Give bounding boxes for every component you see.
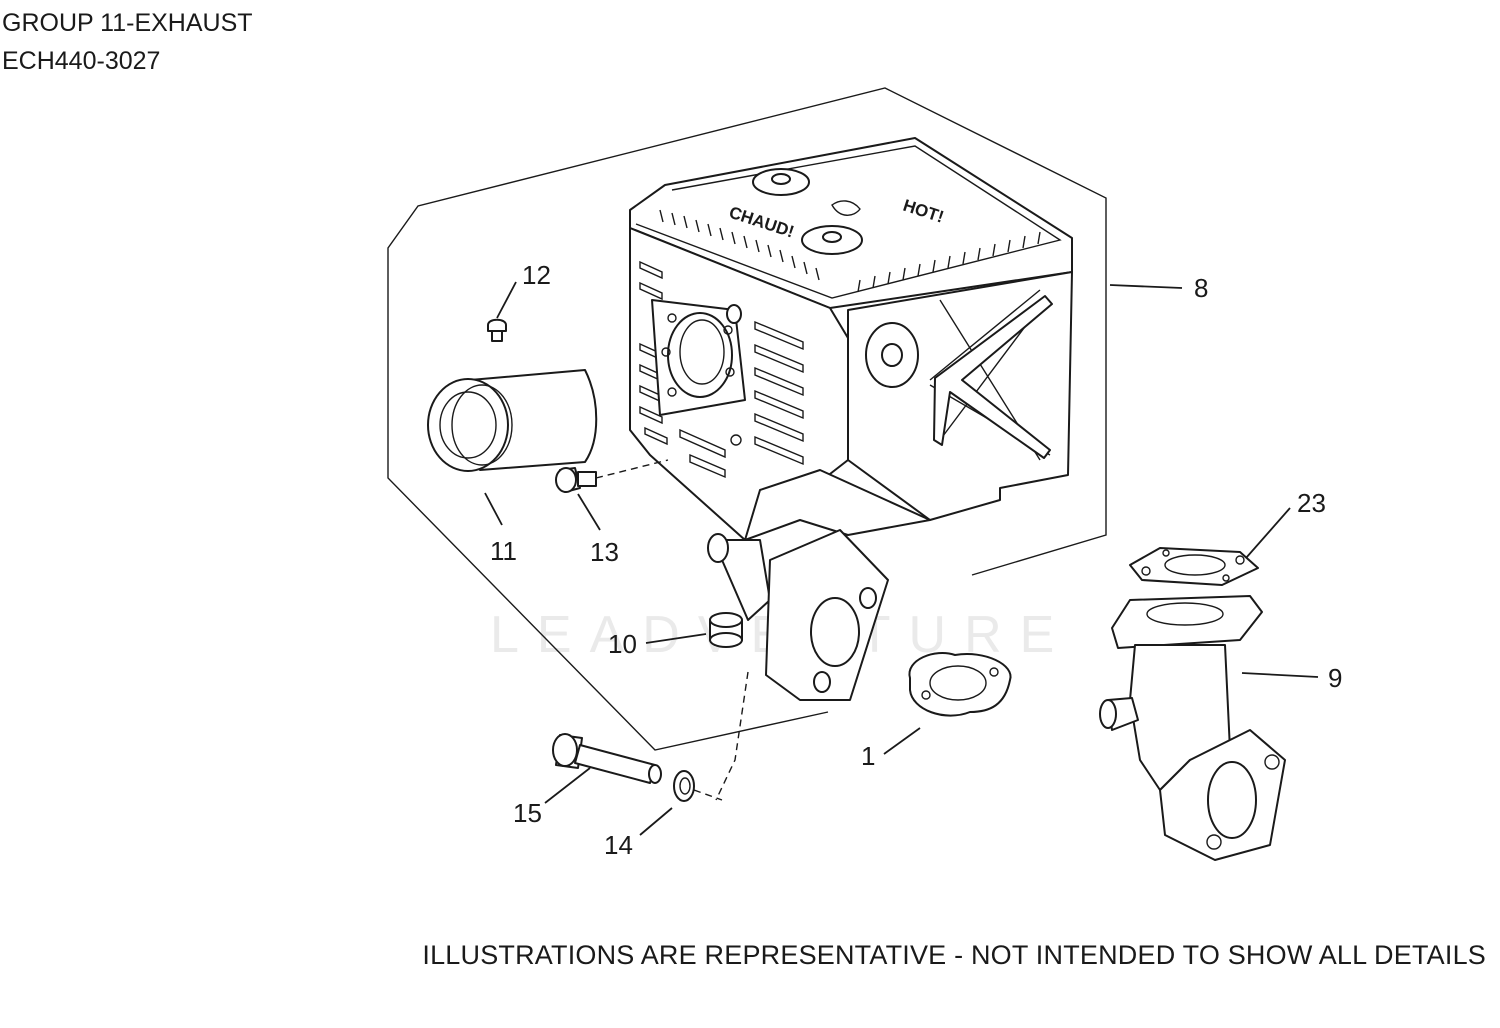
part-14-alignment-line bbox=[693, 789, 723, 801]
group-title: GROUP 11-EXHAUST bbox=[2, 9, 253, 37]
leader-8 bbox=[1109, 284, 1183, 289]
part-13-bolt bbox=[555, 467, 597, 493]
callout-11: 11 bbox=[490, 536, 517, 566]
callout-1: 1 bbox=[861, 741, 875, 771]
part-11-spark-arrester bbox=[427, 369, 598, 472]
leader-1 bbox=[883, 727, 921, 755]
callout-12: 12 bbox=[522, 260, 551, 290]
leader-10 bbox=[645, 633, 707, 644]
leader-9 bbox=[1241, 672, 1319, 678]
leader-15 bbox=[544, 767, 591, 804]
muffler: CHAUD! HOT! bbox=[629, 137, 1073, 541]
part-12-screw bbox=[487, 318, 507, 342]
callout-15: 15 bbox=[513, 798, 542, 828]
part-15-bolt bbox=[552, 733, 662, 784]
callout-14: 14 bbox=[604, 830, 633, 860]
part-13-alignment-line bbox=[595, 459, 669, 479]
muffler-inlet-pipe bbox=[707, 529, 889, 701]
leader-11 bbox=[484, 492, 503, 526]
assembly-boundary bbox=[387, 87, 1107, 751]
part-9-exhaust-pipe bbox=[1099, 595, 1286, 861]
leader-23 bbox=[1245, 507, 1291, 559]
leader-13 bbox=[577, 493, 601, 531]
part-10-alignment-line bbox=[715, 671, 749, 801]
leader-12 bbox=[496, 281, 517, 319]
callout-8: 8 bbox=[1194, 273, 1208, 303]
leader-14 bbox=[639, 807, 673, 836]
callout-23: 23 bbox=[1297, 488, 1326, 518]
illustration-disclaimer: ILLUSTRATIONS ARE REPRESENTATIVE - NOT I… bbox=[422, 940, 1486, 970]
part-10-nut bbox=[709, 612, 743, 648]
part-23-gasket bbox=[1129, 547, 1259, 586]
callout-13: 13 bbox=[590, 537, 619, 567]
model-number: ECH440-3027 bbox=[2, 47, 161, 75]
callout-9: 9 bbox=[1328, 663, 1342, 693]
part-1-gasket bbox=[908, 652, 1012, 717]
part-14-washer bbox=[673, 770, 695, 802]
callout-10: 10 bbox=[608, 629, 637, 659]
